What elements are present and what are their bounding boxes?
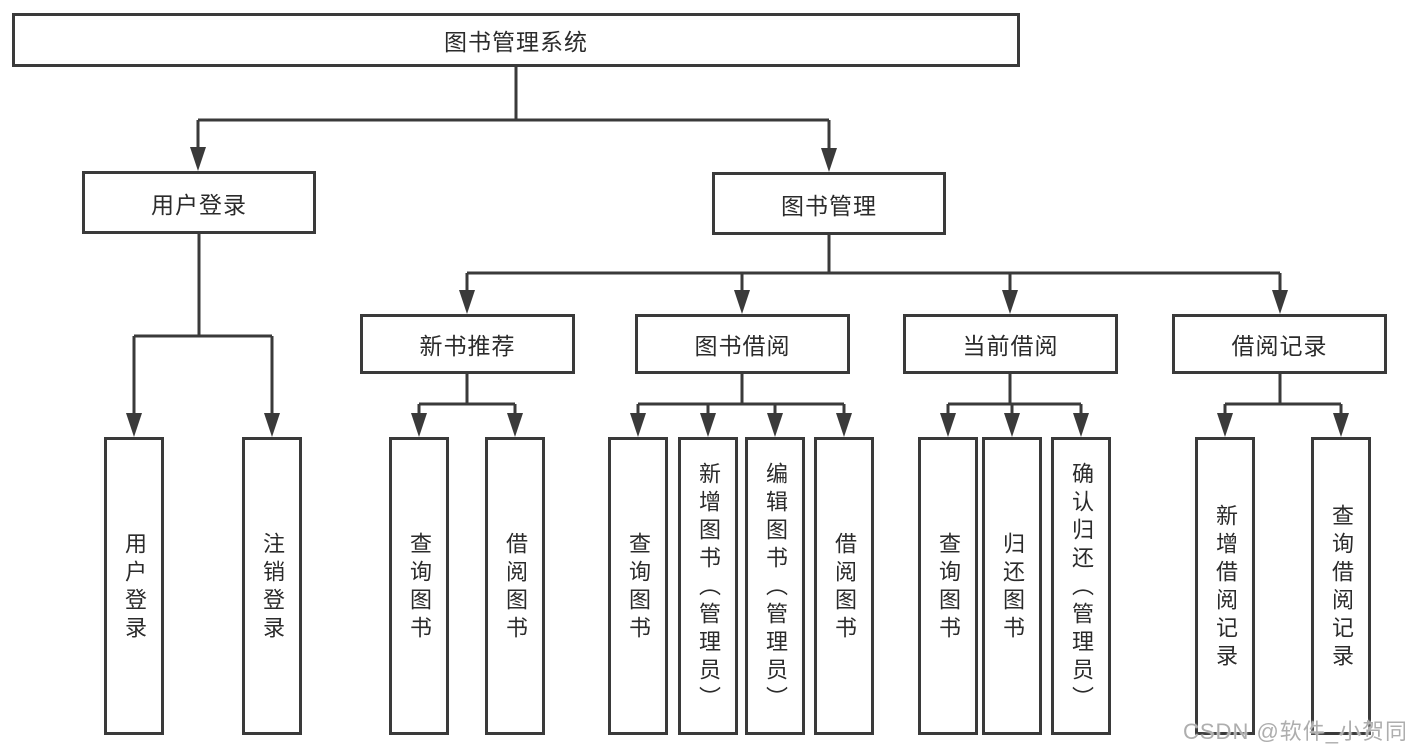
node-book-management-label: 图书管理: [781, 192, 877, 219]
connector-records-to-leaves: [1223, 374, 1343, 416]
node-root-library-system: 图书管理系统: [12, 13, 1020, 67]
leaf-current-query-books-label: 查询图书: [936, 532, 961, 644]
leaf-records-query-record: 查询借阅记录: [1311, 437, 1371, 735]
leaf-records-add-record-label: 新增借阅记录: [1213, 504, 1238, 672]
leaf-current-return-books-label: 归还图书: [1000, 532, 1025, 644]
connector-login-to-leaves: [132, 234, 274, 416]
leaf-borrow-query-books-label: 查询图书: [626, 532, 651, 644]
connector-borrow-to-leaves: [636, 374, 846, 416]
leaf-newbook-query-books: 查询图书: [389, 437, 449, 735]
node-current-borrowing: 当前借阅: [903, 314, 1118, 374]
leaf-borrow-borrow-books-label: 借阅图书: [832, 532, 857, 644]
node-user-login: 用户登录: [82, 171, 316, 234]
node-root-label: 图书管理系统: [444, 29, 588, 55]
node-new-book-recommend: 新书推荐: [360, 314, 575, 374]
leaf-current-query-books: 查询图书: [918, 437, 978, 735]
connector-mgmt-to-level2: [465, 235, 1282, 293]
leaf-current-confirm-return-admin-label: 确认归还（管理员）: [1069, 462, 1094, 714]
leaf-logout: 注销登录: [242, 437, 302, 735]
node-book-borrowing-label: 图书借阅: [694, 333, 791, 359]
node-borrowing-records: 借阅记录: [1172, 314, 1387, 374]
connector-newbook-to-leaves: [417, 374, 517, 416]
csdn-watermark: CSDN @软件_小贺同学: [1183, 719, 1405, 744]
node-new-book-recommend-label: 新书推荐: [419, 333, 516, 359]
leaf-records-query-record-label: 查询借阅记录: [1329, 504, 1354, 672]
leaf-current-confirm-return-admin: 确认归还（管理员）: [1051, 437, 1111, 735]
node-user-login-label: 用户登录: [151, 191, 247, 218]
leaf-borrow-borrow-books: 借阅图书: [814, 437, 874, 735]
node-book-management: 图书管理: [712, 172, 946, 235]
leaf-borrow-add-books-admin: 新增图书（管理员）: [678, 437, 738, 735]
connector-current-to-leaves: [946, 374, 1083, 416]
leaf-borrow-edit-books-admin: 编辑图书（管理员）: [745, 437, 805, 735]
leaf-newbook-borrow-books: 借阅图书: [485, 437, 545, 735]
leaf-borrow-add-books-admin-label: 新增图书（管理员）: [696, 462, 721, 714]
leaf-current-return-books: 归还图书: [982, 437, 1042, 735]
leaf-user-login-label: 用户登录: [122, 532, 147, 644]
node-current-borrowing-label: 当前借阅: [962, 333, 1059, 359]
leaf-user-login: 用户登录: [104, 437, 164, 735]
leaf-borrow-edit-books-admin-label: 编辑图书（管理员）: [763, 462, 788, 714]
connector-root-to-level1: [196, 67, 831, 151]
leaf-records-add-record: 新增借阅记录: [1195, 437, 1255, 735]
node-borrowing-records-label: 借阅记录: [1231, 333, 1328, 359]
leaf-logout-label: 注销登录: [260, 532, 285, 644]
leaf-newbook-query-books-label: 查询图书: [407, 532, 432, 644]
leaf-newbook-borrow-books-label: 借阅图书: [503, 532, 528, 644]
leaf-borrow-query-books: 查询图书: [608, 437, 668, 735]
arrowheads: [126, 147, 1349, 437]
node-book-borrowing: 图书借阅: [635, 314, 850, 374]
